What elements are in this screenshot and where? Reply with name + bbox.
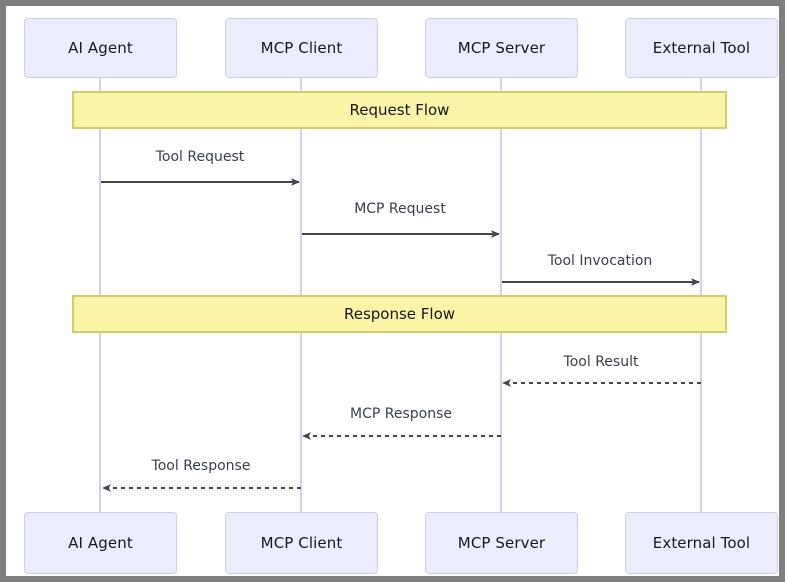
flow-banner-label: Response Flow	[343, 305, 456, 323]
participant-label: AI Agent	[68, 534, 133, 552]
message-label-mcp-response: MCP Response	[350, 406, 452, 422]
flow-banner-response-flow: Response Flow	[72, 295, 727, 333]
participant-label: MCP Server	[457, 534, 546, 552]
participant-label: AI Agent	[68, 39, 133, 57]
participant-ai-agent-header[interactable]: AI Agent	[24, 18, 177, 78]
participant-mcp-server-footer[interactable]: MCP Server	[425, 512, 578, 574]
participant-mcp-client-footer[interactable]: MCP Client	[225, 512, 378, 574]
participant-label: External Tool	[652, 39, 751, 57]
participant-external-tool-header[interactable]: External Tool	[625, 18, 778, 78]
participant-label: MCP Client	[260, 39, 343, 57]
message-label-tool-invocation: Tool Invocation	[547, 253, 653, 269]
message-label-tool-response: Tool Response	[151, 458, 251, 474]
flow-banner-label: Request Flow	[349, 101, 450, 119]
participant-mcp-client-header[interactable]: MCP Client	[225, 18, 378, 78]
participant-ai-agent-footer[interactable]: AI Agent	[24, 512, 177, 574]
participant-mcp-server-header[interactable]: MCP Server	[425, 18, 578, 78]
participant-label: MCP Client	[260, 534, 343, 552]
participant-label: External Tool	[652, 534, 751, 552]
message-label-tool-request: Tool Request	[155, 149, 245, 165]
message-label-tool-result: Tool Result	[563, 354, 639, 370]
participant-external-tool-footer[interactable]: External Tool	[625, 512, 778, 574]
message-label-mcp-request: MCP Request	[354, 201, 446, 217]
flow-banner-request-flow: Request Flow	[72, 91, 727, 129]
participant-label: MCP Server	[457, 39, 546, 57]
